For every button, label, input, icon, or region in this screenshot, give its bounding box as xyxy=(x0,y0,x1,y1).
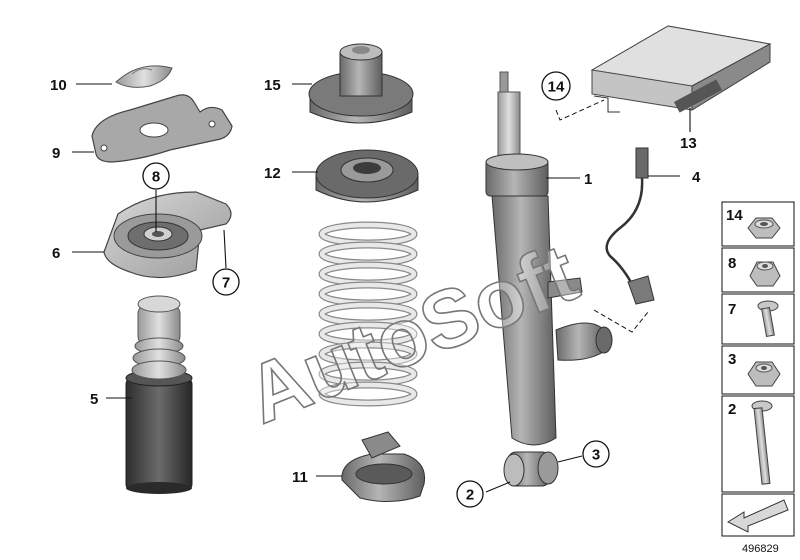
part-9-gasket xyxy=(91,94,233,163)
bolt-2-icon xyxy=(751,400,773,485)
part-6-strut-mount xyxy=(103,191,232,279)
legend-label-8: 8 xyxy=(728,255,736,272)
callout-11: 11 xyxy=(292,469,308,486)
callout-10: 10 xyxy=(50,77,67,94)
callout-6: 6 xyxy=(52,245,60,262)
bolt-7-icon xyxy=(757,300,779,338)
svg-text:2: 2 xyxy=(466,487,474,504)
leader-3 xyxy=(557,455,583,463)
callout-9: 9 xyxy=(52,145,60,162)
svg-text:8: 8 xyxy=(152,169,160,186)
nut-3-icon xyxy=(747,361,781,387)
legend-label-2: 2 xyxy=(728,401,736,418)
legend-label-14: 14 xyxy=(726,207,743,224)
direction-arrow-icon xyxy=(726,499,789,533)
legend-cell-7 xyxy=(721,293,795,345)
circled-callout-8: 8 xyxy=(142,162,170,190)
callout-1: 1 xyxy=(584,171,592,188)
sensor-dashed-connect xyxy=(593,309,649,333)
coil-spring xyxy=(318,221,418,407)
legend-label-7: 7 xyxy=(728,301,736,318)
callout-15: 15 xyxy=(264,77,281,94)
callout-13: 13 xyxy=(680,135,697,152)
diagram-number: 496829 xyxy=(742,543,779,555)
part-15-top-mount xyxy=(308,43,414,124)
part-12-spring-seat xyxy=(315,149,419,203)
legend-label-3: 3 xyxy=(728,351,736,368)
part-10-cap xyxy=(115,65,173,88)
circled-callout-14: 14 xyxy=(541,71,571,101)
circled-callout-2: 2 xyxy=(456,480,484,508)
callout-4: 4 xyxy=(692,169,701,186)
spring-coil-highlight xyxy=(319,382,417,406)
svg-text:7: 7 xyxy=(222,275,230,292)
svg-text:3: 3 xyxy=(592,447,600,464)
hardware-legend: 14 8 7 3 2 xyxy=(721,201,795,537)
nut-14-icon xyxy=(747,217,781,239)
module-dashed-connect xyxy=(555,99,605,121)
svg-text:14: 14 xyxy=(548,79,565,96)
part-5-boot xyxy=(125,295,193,494)
circled-callout-7: 7 xyxy=(212,268,240,296)
part-4-sensor xyxy=(605,147,655,305)
callout-12: 12 xyxy=(264,165,281,182)
part-13-module xyxy=(590,25,772,113)
part-11-lower-pad xyxy=(341,431,426,502)
leader-7 xyxy=(223,229,227,269)
part-1-shock-absorber xyxy=(485,71,613,487)
callout-5: 5 xyxy=(90,391,98,408)
circled-callout-3: 3 xyxy=(582,440,610,468)
nut-8-icon xyxy=(749,261,781,287)
leader-2 xyxy=(485,481,511,493)
